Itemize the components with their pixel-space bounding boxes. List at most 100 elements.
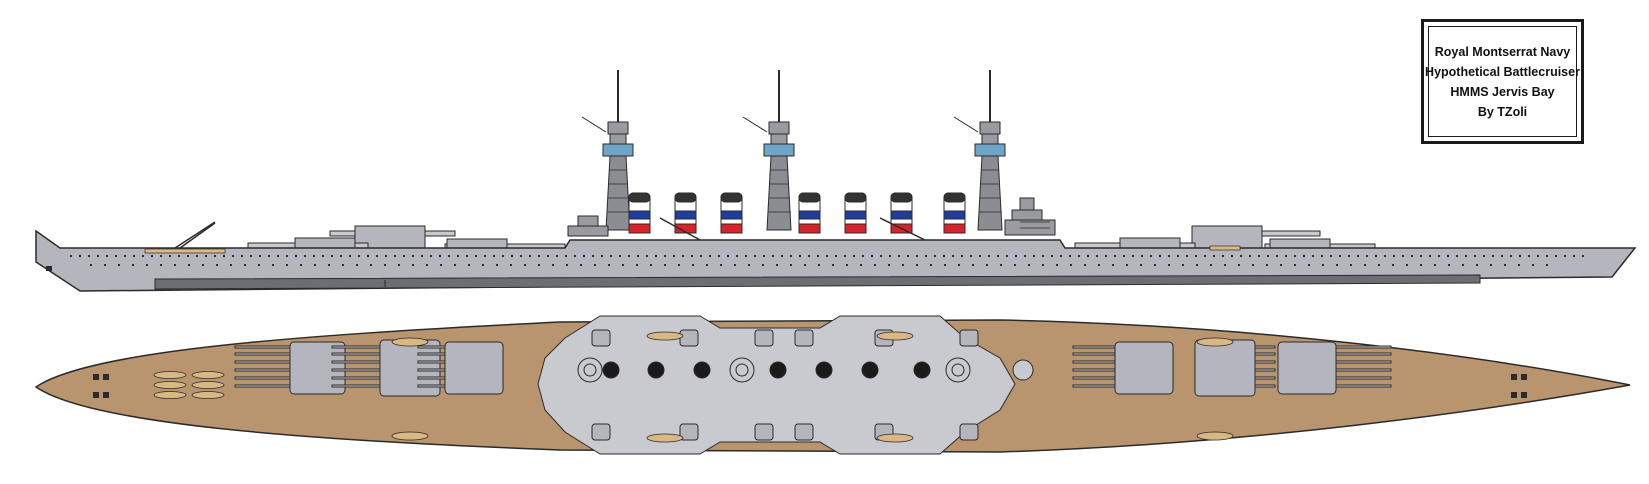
- porthole: [1510, 255, 1512, 257]
- porthole: [1238, 264, 1240, 266]
- porthole: [286, 255, 288, 257]
- porthole: [524, 264, 526, 266]
- navy-label: Royal Montserrat Navy: [1434, 44, 1571, 59]
- porthole: [151, 255, 153, 257]
- portholes: [70, 255, 1584, 266]
- porthole: [142, 255, 144, 257]
- porthole: [538, 255, 540, 257]
- porthole: [1204, 255, 1206, 257]
- porthole: [430, 255, 432, 257]
- porthole: [709, 255, 711, 257]
- porthole: [1490, 264, 1492, 266]
- porthole: [1123, 255, 1125, 257]
- porthole: [772, 255, 774, 257]
- porthole: [1294, 264, 1296, 266]
- porthole: [1438, 255, 1440, 257]
- porthole: [727, 255, 729, 257]
- porthole: [1042, 264, 1044, 266]
- porthole: [124, 255, 126, 257]
- porthole: [1168, 255, 1170, 257]
- porthole: [1154, 264, 1156, 266]
- porthole: [118, 264, 120, 266]
- porthole: [1051, 255, 1053, 257]
- porthole: [1518, 264, 1520, 266]
- porthole: [601, 255, 603, 257]
- mast-1: [581, 70, 634, 231]
- porthole: [790, 264, 792, 266]
- porthole: [1393, 255, 1395, 257]
- porthole: [832, 264, 834, 266]
- porthole: [552, 264, 554, 266]
- porthole: [1213, 255, 1215, 257]
- porthole: [748, 264, 750, 266]
- porthole: [520, 255, 522, 257]
- porthole: [106, 255, 108, 257]
- porthole: [1000, 264, 1002, 266]
- porthole: [580, 264, 582, 266]
- porthole: [376, 255, 378, 257]
- porthole: [70, 255, 72, 257]
- porthole: [1555, 255, 1557, 257]
- porthole: [1492, 255, 1494, 257]
- porthole: [454, 264, 456, 266]
- porthole: [340, 255, 342, 257]
- porthole: [860, 264, 862, 266]
- porthole: [943, 255, 945, 257]
- porthole: [898, 255, 900, 257]
- porthole: [736, 255, 738, 257]
- author-label: By TZoli: [1477, 104, 1528, 119]
- porthole: [979, 255, 981, 257]
- porthole: [1006, 255, 1008, 257]
- porthole: [493, 255, 495, 257]
- turret-c-top: [417, 341, 504, 395]
- porthole: [1056, 264, 1058, 266]
- porthole: [944, 264, 946, 266]
- porthole: [178, 255, 180, 257]
- porthole: [880, 255, 882, 257]
- porthole: [547, 255, 549, 257]
- porthole: [646, 255, 648, 257]
- funnel-6: [890, 192, 913, 234]
- porthole: [398, 264, 400, 266]
- porthole: [356, 264, 358, 266]
- porthole: [214, 255, 216, 257]
- porthole: [997, 255, 999, 257]
- porthole: [1447, 255, 1449, 257]
- porthole: [272, 264, 274, 266]
- porthole: [367, 255, 369, 257]
- porthole: [349, 255, 351, 257]
- porthole: [104, 264, 106, 266]
- top-plan-view: [34, 315, 1631, 455]
- porthole: [636, 264, 638, 266]
- porthole: [132, 264, 134, 266]
- porthole: [565, 255, 567, 257]
- porthole: [566, 264, 568, 266]
- porthole: [174, 264, 176, 266]
- porthole: [853, 255, 855, 257]
- porthole: [258, 264, 260, 266]
- porthole: [1069, 255, 1071, 257]
- porthole: [510, 264, 512, 266]
- funnel-4: [798, 192, 821, 234]
- porthole: [1330, 255, 1332, 257]
- porthole: [1573, 255, 1575, 257]
- porthole: [1195, 255, 1197, 257]
- porthole: [1375, 255, 1377, 257]
- porthole: [1098, 264, 1100, 266]
- porthole: [466, 255, 468, 257]
- porthole: [925, 255, 927, 257]
- porthole: [871, 255, 873, 257]
- porthole: [169, 255, 171, 257]
- porthole: [804, 264, 806, 266]
- porthole: [916, 255, 918, 257]
- porthole: [594, 264, 596, 266]
- porthole: [1339, 255, 1341, 257]
- porthole: [1028, 264, 1030, 266]
- porthole: [1308, 264, 1310, 266]
- porthole: [1357, 255, 1359, 257]
- porthole: [583, 255, 585, 257]
- porthole: [370, 264, 372, 266]
- porthole: [1087, 255, 1089, 257]
- anchor-gear: [93, 374, 1527, 398]
- porthole: [556, 255, 558, 257]
